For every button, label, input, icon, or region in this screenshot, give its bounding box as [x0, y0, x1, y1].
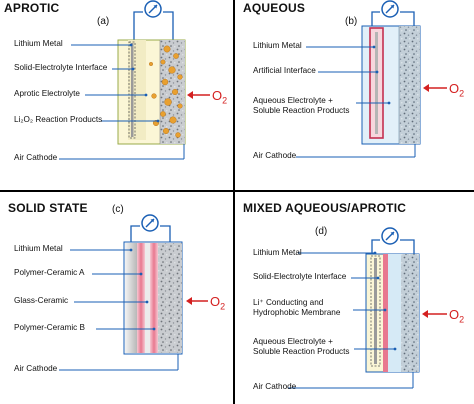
panel-solid-state: SOLID STATE (c) Lithium Metal Polymer-Ce… [0, 192, 233, 404]
panel-aprotic: APROTIC (a) [0, 0, 233, 190]
panel-title: SOLID STATE [8, 201, 88, 215]
label-lithium-metal: Lithium Metal [14, 39, 63, 48]
gauge-icon [133, 0, 174, 40]
label-reaction-products: Li₂O₂ Reaction Products [14, 115, 103, 124]
red-arrow-icon [423, 84, 447, 92]
label-air-cathode: Air Cathode [253, 382, 297, 391]
label-air-cathode: Air Cathode [14, 153, 58, 162]
label-aprotic-electrolyte: Aprotic Electrolyte [14, 89, 80, 98]
oxygen-label: O2 [210, 294, 226, 312]
label-air-cathode: Air Cathode [253, 151, 297, 160]
panel-id: (c) [112, 204, 124, 215]
vertical-divider [233, 0, 235, 404]
red-arrow-icon [422, 310, 447, 318]
panel-title: APROTIC [4, 1, 60, 15]
label-soluble-products: Soluble Reaction Products [253, 106, 350, 115]
label-air-cathode: Air Cathode [14, 364, 58, 373]
label-aqueous-electrolyte: Aqueous Electrolyte + [253, 96, 333, 105]
label-lithium-metal: Lithium Metal [253, 41, 302, 50]
oxygen-label: O2 [449, 81, 465, 99]
label-membrane-1: Li⁺ Conducting and [253, 298, 324, 307]
red-arrow-icon [187, 91, 210, 99]
label-sei: Solid-Electrolyte Interface [14, 63, 108, 72]
panel-id: (a) [97, 16, 110, 27]
panel-id: (b) [345, 16, 358, 27]
label-membrane-2: Hydrophobic Membrane [253, 308, 341, 317]
horizontal-divider [0, 190, 474, 192]
label-lithium-metal: Lithium Metal [253, 248, 302, 257]
label-soluble-products: Soluble Reaction Products [253, 347, 350, 356]
gauge-icon [130, 214, 171, 242]
label-polymer-ceramic-a: Polymer-Ceramic A [14, 268, 85, 277]
gauge-icon [371, 0, 415, 26]
oxygen-label: O2 [212, 88, 228, 106]
aqueous-cell-diagram [296, 0, 447, 158]
label-sei: Solid-Electrolyte Interface [253, 272, 347, 281]
label-aqueous-electrolyte: Aqueous Electrolyte + [253, 337, 333, 346]
label-lithium-metal: Lithium Metal [14, 244, 63, 253]
mixed-cell-diagram [288, 227, 447, 389]
aprotic-cell-diagram [59, 0, 210, 160]
panel-aqueous: AQUEOUS (b) Lithium Metal Artificial Int… [235, 0, 474, 190]
solid-state-cell-diagram [59, 214, 208, 371]
label-artificial-interface: Artificial Interface [253, 66, 316, 75]
label-glass-ceramic: Glass-Ceramic [14, 296, 69, 305]
panel-title: AQUEOUS [243, 1, 306, 15]
red-arrow-icon [186, 297, 208, 305]
panel-mixed: MIXED AQUEOUS/APROTIC (d) Lithium Metal … [235, 192, 474, 404]
gauge-icon [371, 227, 415, 254]
oxygen-label: O2 [449, 307, 465, 325]
label-polymer-ceramic-b: Polymer-Ceramic B [14, 323, 85, 332]
panel-id: (d) [315, 226, 328, 237]
reaction-products [148, 45, 183, 138]
panel-title: MIXED AQUEOUS/APROTIC [243, 201, 407, 215]
